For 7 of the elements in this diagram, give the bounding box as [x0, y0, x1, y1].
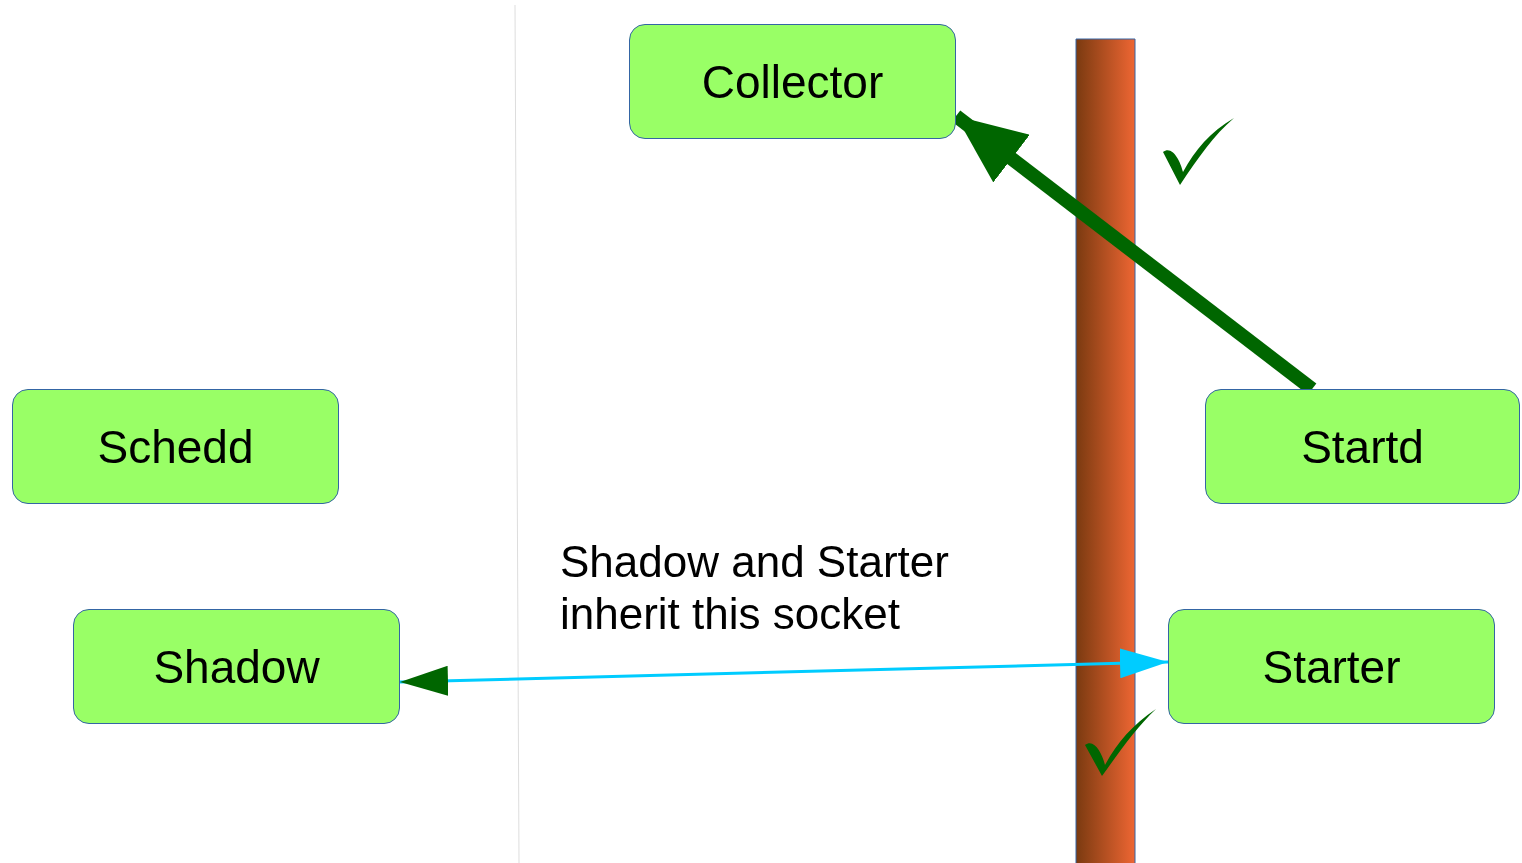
process-box: Collector	[629, 24, 956, 139]
arrow	[399, 648, 1169, 696]
note-text: Shadow and Starter inherit this socket	[560, 536, 950, 640]
process-box: Schedd	[12, 389, 339, 504]
process-box: Starter	[1168, 609, 1495, 724]
process-box: Shadow	[73, 609, 400, 724]
process-box: Startd	[1205, 389, 1520, 504]
